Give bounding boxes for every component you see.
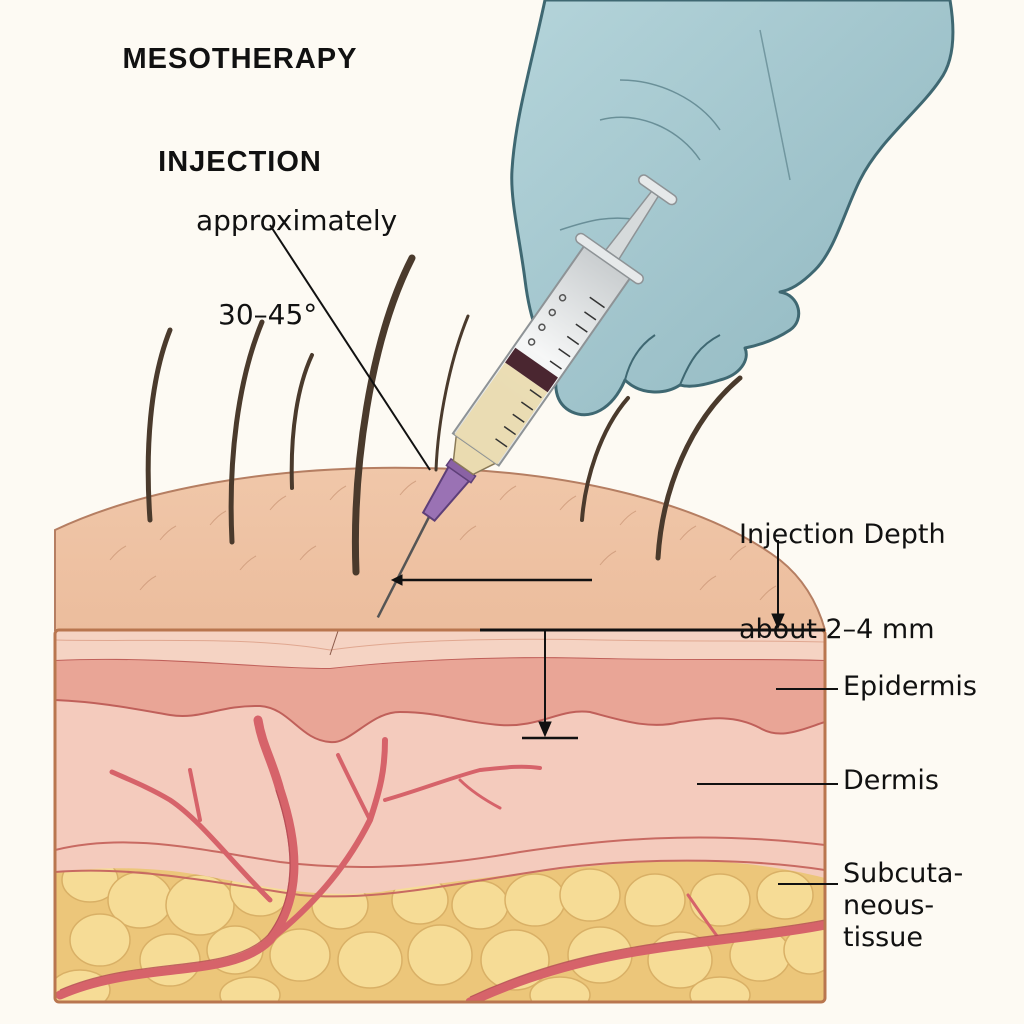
syringe — [376, 174, 678, 619]
angle-annotation: approximately 30–45° — [196, 142, 397, 362]
needle — [376, 514, 432, 619]
angle-leader-line — [269, 224, 431, 471]
title-line-2: INJECTION — [158, 146, 322, 179]
depth-annotation: Injection Depth about 2–4 mm — [739, 460, 946, 676]
cross-section-border — [53, 628, 827, 1004]
depth-line-1: Injection Depth — [739, 519, 946, 551]
angle-line-1: approximately — [196, 203, 398, 237]
plunger-stopper — [505, 347, 558, 393]
syringe-fluid — [454, 362, 548, 465]
layer-leader-lines — [697, 688, 838, 885]
hairs — [145, 254, 743, 576]
title-line-1: MESOTHERAPY — [122, 42, 358, 75]
diagram-title: MESOTHERAPY INJECTION — [95, 0, 385, 211]
angle-line-2: 30–45° — [218, 297, 318, 331]
skin-cross-section — [55, 630, 825, 1002]
depth-indicator — [390, 540, 825, 740]
blood-vessels — [55, 715, 825, 1002]
gloved-hand — [510, 0, 955, 417]
depth-line-2: about 2–4 mm — [739, 614, 935, 646]
skin-surface — [54, 466, 827, 631]
layer-label-subcutaneous: Subcuta- neous- tissue — [843, 858, 964, 953]
layer-label-dermis: Dermis — [843, 765, 939, 796]
layer-label-epidermis: Epidermis — [843, 671, 977, 702]
